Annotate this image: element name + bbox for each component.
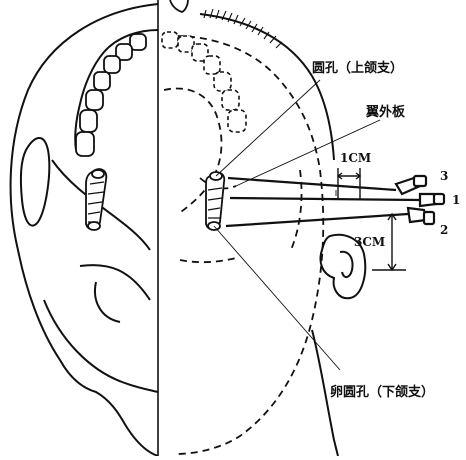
needle-3: [227, 174, 428, 196]
teeth-upper-right: [161, 31, 247, 133]
label-1cm: 1CM: [340, 151, 371, 165]
label-foramen-ovale: 卵圆孔（下颌支）: [330, 384, 434, 400]
dimension-3cm: [372, 212, 406, 272]
hair: [203, 8, 283, 49]
skull-dashed-right: [163, 35, 325, 455]
needle-1: [229, 192, 446, 208]
label-foramen-rotundum: 圆孔（上颌支）: [312, 60, 403, 76]
needle-label-2: 2: [440, 223, 448, 237]
needle-2: [225, 206, 436, 228]
teeth-upper-left: [75, 33, 147, 157]
needle-label-3: 3: [440, 169, 448, 183]
needle-label-1: 1: [452, 193, 460, 207]
label-3cm: 3CM: [354, 235, 385, 249]
label-lateral-pterygoid-plate: 翼外板: [365, 104, 406, 120]
pterygoid-left: [85, 168, 108, 231]
dimension-1cm: [336, 168, 362, 200]
pterygoid-right: [205, 171, 226, 231]
skull-half: [9, 3, 159, 457]
guide-lines: [213, 79, 381, 371]
midline-top-notch: [169, 0, 189, 13]
